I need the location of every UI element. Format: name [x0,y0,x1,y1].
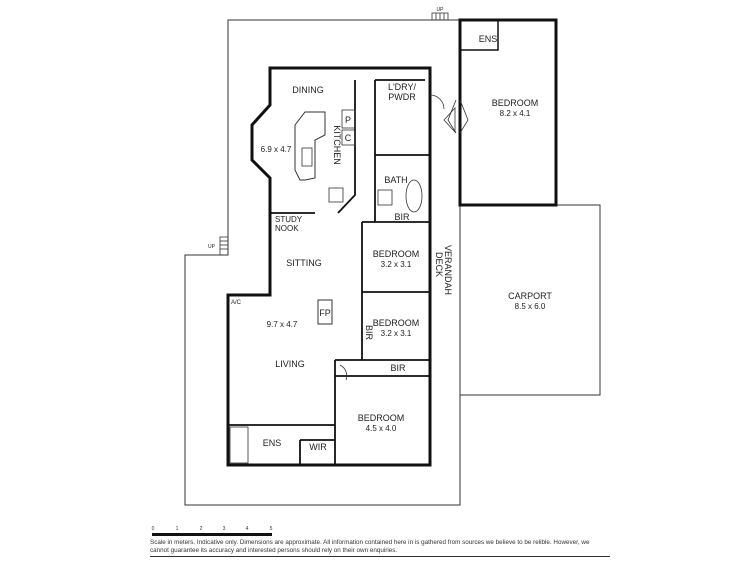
sink-icon [301,147,313,167]
interior-walls [228,79,430,465]
bedroom3-dim: 3.2 x 3.1 [381,329,412,338]
kitchen-dim: 6.9 x 4.7 [261,145,292,154]
bir3-label: BIR [390,363,406,373]
verandah-label: VERANDAH [443,245,453,295]
shower-icon [377,189,393,206]
room-labels: DINING KITCHEN 6.9 x 4.7 P C L'DRY/ PWDR… [208,7,552,452]
main-house-walls [226,66,432,467]
fireplace-box [317,299,333,325]
ac-label: A/C [231,300,242,306]
stairs-top [431,12,449,21]
doors [339,94,469,381]
living-label: LIVING [275,359,305,369]
bir2-label: BIR [364,325,374,341]
fireplace-label: FP [319,308,331,318]
deck-outline [184,19,461,506]
ens-shower-icon [229,426,249,464]
bedroom2-label: BEDROOM [373,249,420,259]
up-label-top: UP [437,7,445,13]
scale-tick: 1 [176,526,179,532]
scale-tick: 4 [246,526,249,532]
scale-bar: 0 1 2 3 4 5 [152,526,273,536]
pantry-label: P [345,115,351,125]
bath-label: BATH [384,175,407,185]
carport-dim: 8.5 x 6.0 [515,302,546,311]
cupboard-box [341,129,356,146]
powder-label: PWDR [388,92,416,102]
ens-label: ENS [263,438,282,448]
detached-bedroom-walls [458,18,558,207]
living-dim: 9.7 x 4.7 [267,320,298,329]
scale-tick: 0 [152,526,155,532]
bedroom3-label: BEDROOM [373,318,420,328]
cooktop-icon [328,187,344,203]
master-label: BEDROOM [358,413,405,423]
bedroom-ext-dim: 8.2 x 4.1 [500,109,531,118]
bedroom2-dim: 3.2 x 3.1 [381,260,412,269]
bathtub-icon [405,179,423,213]
scale-tick: 2 [200,526,203,532]
bir-label: BIR [394,212,410,222]
disclaimer: Scale in meters. Indicative only. Dimens… [150,539,610,557]
scale-tick: 5 [270,526,273,532]
scale-tick: 3 [223,526,226,532]
up-label-left: UP [208,244,216,250]
carport-label: CARPORT [508,291,552,301]
nook-label: NOOK [275,224,299,233]
bedroom-ext-label: BEDROOM [492,98,539,108]
cupboard-label: C [345,133,352,143]
dining-label: DINING [292,85,324,95]
kitchen-island [294,111,326,181]
wir-label: WIR [309,442,327,452]
master-dim: 4.5 x 4.0 [366,424,397,433]
pantry-box [341,109,356,129]
stairs-left [219,236,229,256]
kitchen-label: KITCHEN [332,125,342,165]
sitting-label: SITTING [286,258,322,268]
laundry-label: L'DRY/ [388,82,417,92]
study-label: STUDY [275,215,303,224]
ens-ext-label: ENS [479,34,498,44]
deck-label: DECK [434,252,444,277]
